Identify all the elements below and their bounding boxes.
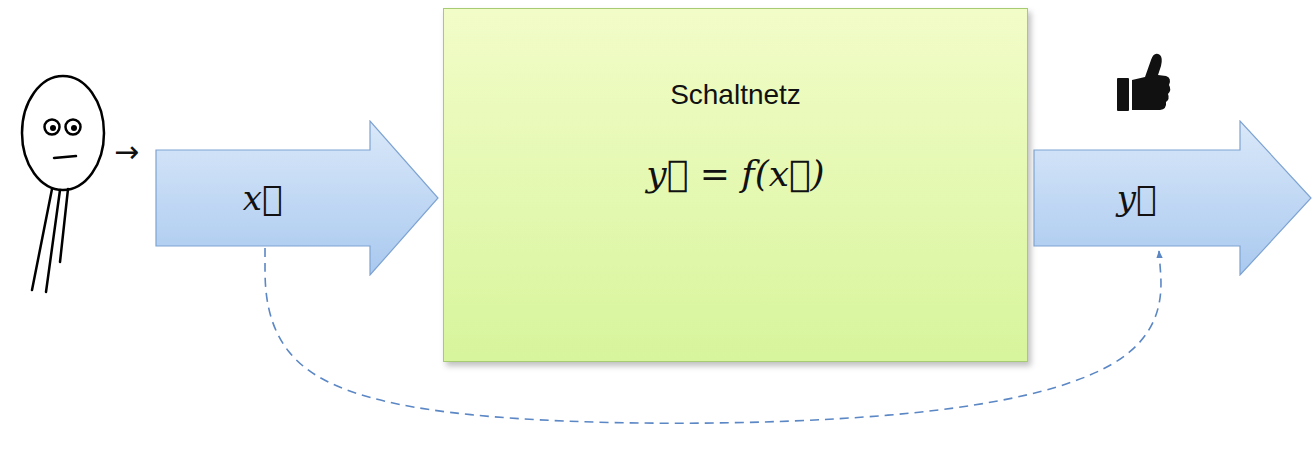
box-title: Schaltnetz (670, 79, 801, 111)
process-box: Schaltnetz y⃗ = f(x⃗) (443, 8, 1028, 362)
input-arrow: x⃗ (155, 120, 440, 276)
signal-vector: y⃗ (1117, 178, 1157, 218)
stick-figure (22, 76, 104, 292)
arrow-symbol: → (114, 134, 139, 169)
signal-vector: x⃗ (243, 178, 283, 218)
output-arrow: y⃗ (1033, 120, 1313, 276)
arrow-shape (1033, 120, 1313, 276)
thumbs-up-icon (1117, 54, 1170, 111)
box-formula: y⃗ = f(x⃗) (646, 153, 824, 194)
arrow-shape (155, 120, 440, 276)
